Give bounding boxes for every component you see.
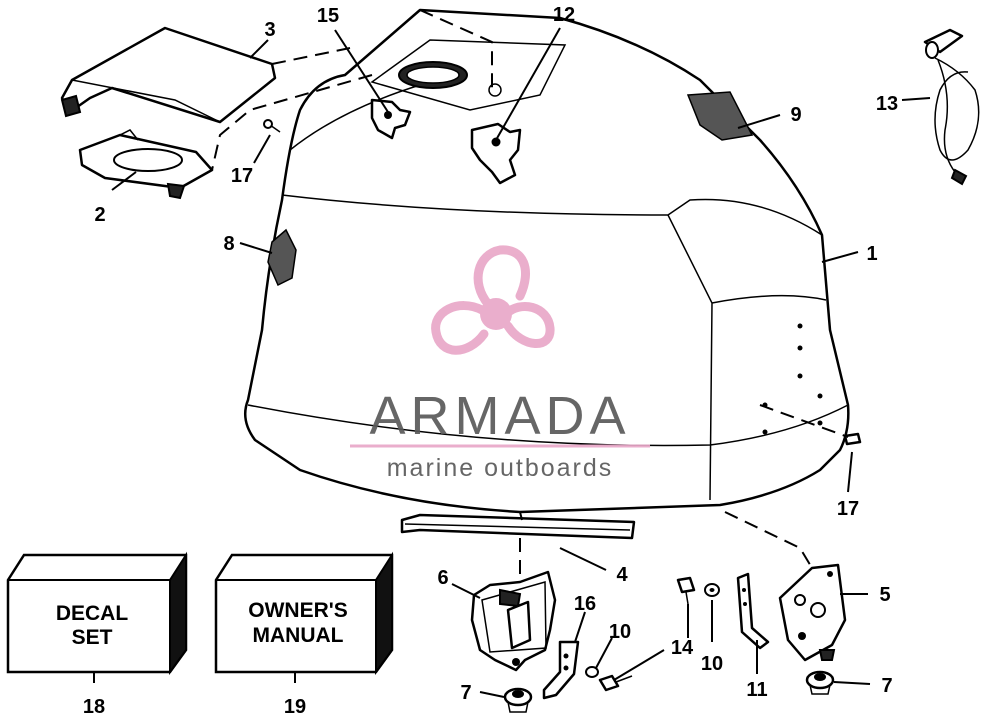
- intake-gasket: [78, 129, 214, 200]
- callout-16: 16: [574, 593, 596, 615]
- callout-14: 14: [671, 637, 694, 659]
- callout-17-lower: 17: [837, 498, 859, 520]
- latch-bracket: [736, 572, 770, 650]
- assembly-lines: [211, 9, 849, 580]
- latch-assembly: [470, 570, 557, 672]
- callout-1: 1: [866, 243, 877, 265]
- callout-12: 12: [553, 4, 575, 26]
- callout-15: 15: [317, 5, 339, 27]
- grommet-cable: [923, 28, 980, 186]
- callout-18: 18: [83, 696, 105, 718]
- screw-17-lower: [843, 432, 862, 446]
- acoustic-foam-side: [267, 228, 297, 287]
- callout-7-right: 7: [881, 675, 892, 697]
- owners-manual-line1: OWNER'S: [248, 599, 348, 622]
- propeller-logo: [431, 245, 555, 355]
- callout-7-left: 7: [460, 682, 471, 704]
- callout-10-left: 10: [609, 621, 631, 643]
- leader-lines: [93, 27, 931, 698]
- grommet-7-right: [805, 670, 835, 695]
- callout-2: 2: [94, 204, 105, 226]
- intake-cover: [60, 26, 277, 124]
- callout-4: 4: [616, 564, 628, 586]
- callout-19: 19: [284, 696, 306, 718]
- decal-set-line1: DECAL: [56, 602, 129, 625]
- callout-11: 11: [746, 679, 767, 701]
- screw-17-upper: [263, 119, 281, 133]
- callout-13: 13: [876, 93, 898, 115]
- watermark-tagline: marine outboards: [387, 454, 614, 482]
- owners-manual-box: OWNER'S MANUAL: [214, 551, 394, 676]
- callout-5: 5: [879, 584, 890, 606]
- decal-set-line2: SET: [72, 626, 113, 649]
- motor-cover: [243, 8, 850, 514]
- cover-seal: [400, 513, 636, 540]
- callout-9: 9: [790, 104, 801, 126]
- callout-17-upper: 17: [231, 165, 253, 187]
- grommet-7-left: [503, 687, 533, 713]
- callout-6: 6: [437, 567, 448, 589]
- bracket-plate-15: [370, 98, 412, 140]
- callout-10-right: 10: [701, 653, 723, 675]
- screw-lower: [598, 674, 633, 692]
- armada-watermark: ARMADA marine outboards: [350, 245, 650, 482]
- washer-10-lower: [585, 666, 599, 678]
- bracket-plate-12: [470, 122, 522, 185]
- owners-manual-line2: MANUAL: [253, 624, 344, 647]
- latch-lever: [542, 640, 580, 700]
- callout-3: 3: [264, 19, 275, 41]
- watermark-brand: ARMADA: [369, 386, 630, 446]
- callout-8: 8: [223, 233, 234, 255]
- decal-set-box: DECAL SET: [6, 551, 188, 676]
- acoustic-foam-top: [686, 91, 754, 141]
- catch-plate: [778, 563, 847, 662]
- washer-10-upper: [704, 583, 720, 597]
- callout-numbers: 1 2 3 4 5 6 7 7 8 9 10 10 11 12 13 14 15…: [83, 4, 898, 718]
- screw-14: [676, 576, 696, 605]
